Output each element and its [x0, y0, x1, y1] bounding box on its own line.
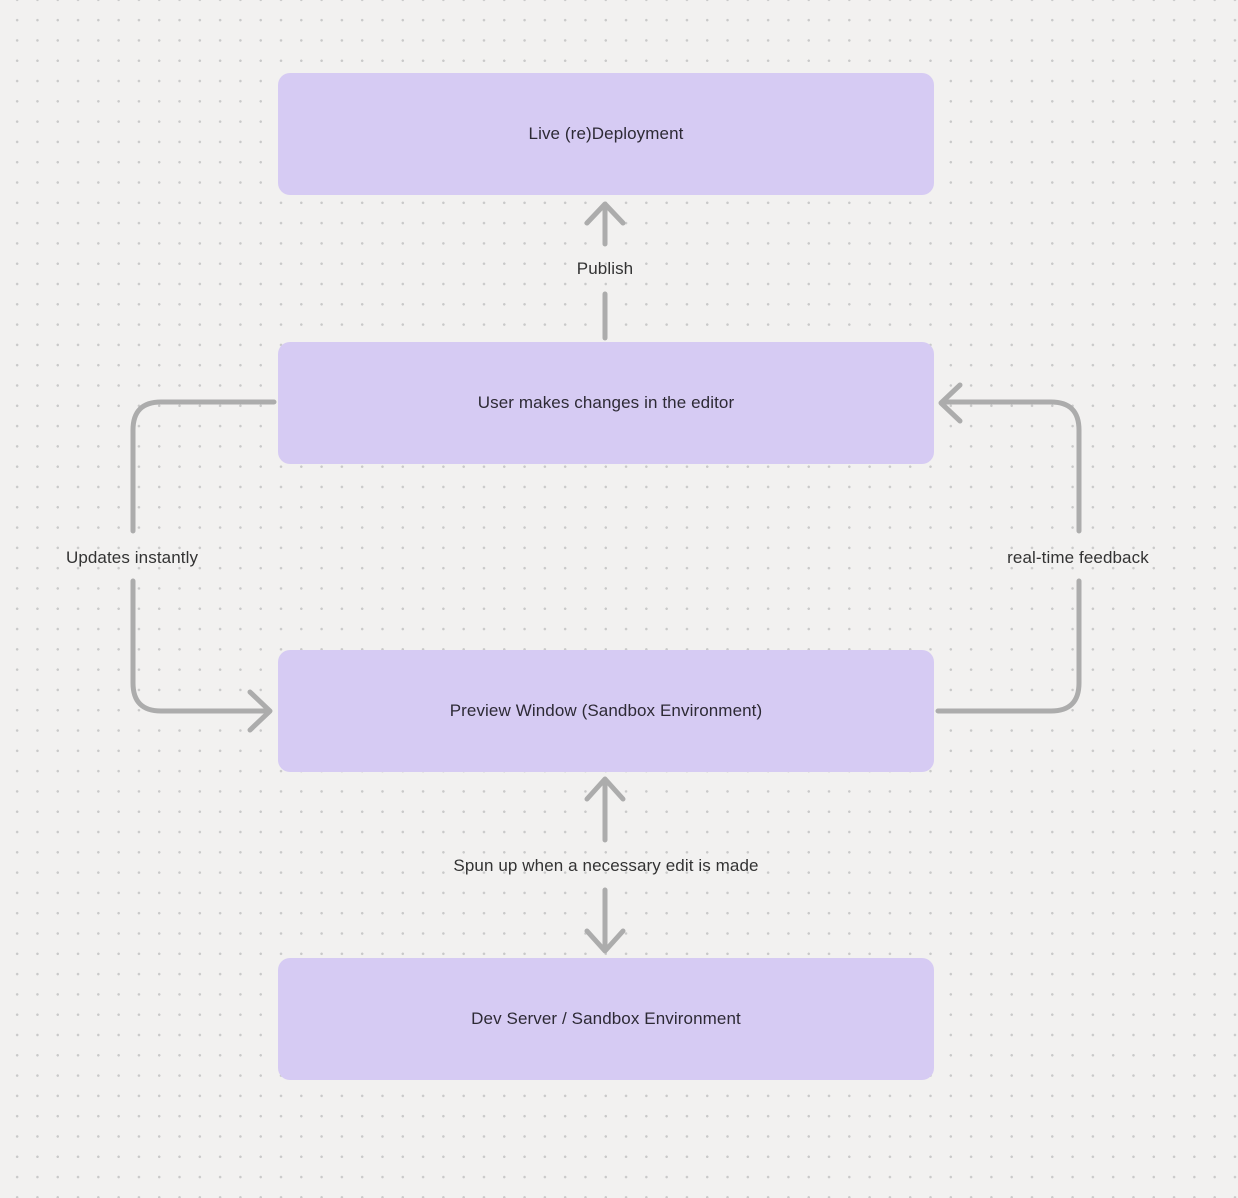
edge-label-realtime-feedback[interactable]: real-time feedback — [1007, 548, 1149, 567]
node-user-editor-label: User makes changes in the editor — [477, 393, 735, 412]
node-preview-window[interactable]: Preview Window (Sandbox Environment) — [278, 650, 934, 772]
node-user-editor[interactable]: User makes changes in the editor — [278, 342, 934, 464]
arrow-spunup-down[interactable] — [584, 887, 626, 954]
node-dev-server[interactable]: Dev Server / Sandbox Environment — [278, 958, 934, 1080]
edge-label-updates-instantly[interactable]: Updates instantly — [65, 548, 199, 567]
arrow-spunup-up[interactable] — [584, 776, 626, 843]
node-live-redeployment-label: Live (re)Deployment — [528, 124, 684, 143]
arrow-publish-head[interactable] — [584, 201, 626, 247]
edge-label-spun-up[interactable]: Spun up when a necessary edit is made — [453, 856, 759, 875]
node-preview-window-label: Preview Window (Sandbox Environment) — [449, 701, 763, 720]
arrow-feedback-top[interactable] — [938, 382, 1082, 534]
node-live-redeployment[interactable]: Live (re)Deployment — [278, 73, 934, 195]
edge-label-publish[interactable]: Publish — [576, 259, 634, 278]
arrow-feedback-bottom[interactable] — [935, 578, 1082, 714]
arrow-updates-bottom[interactable] — [130, 578, 273, 733]
node-dev-server-label: Dev Server / Sandbox Environment — [471, 1009, 741, 1028]
arrow-updates-top[interactable] — [130, 399, 277, 534]
